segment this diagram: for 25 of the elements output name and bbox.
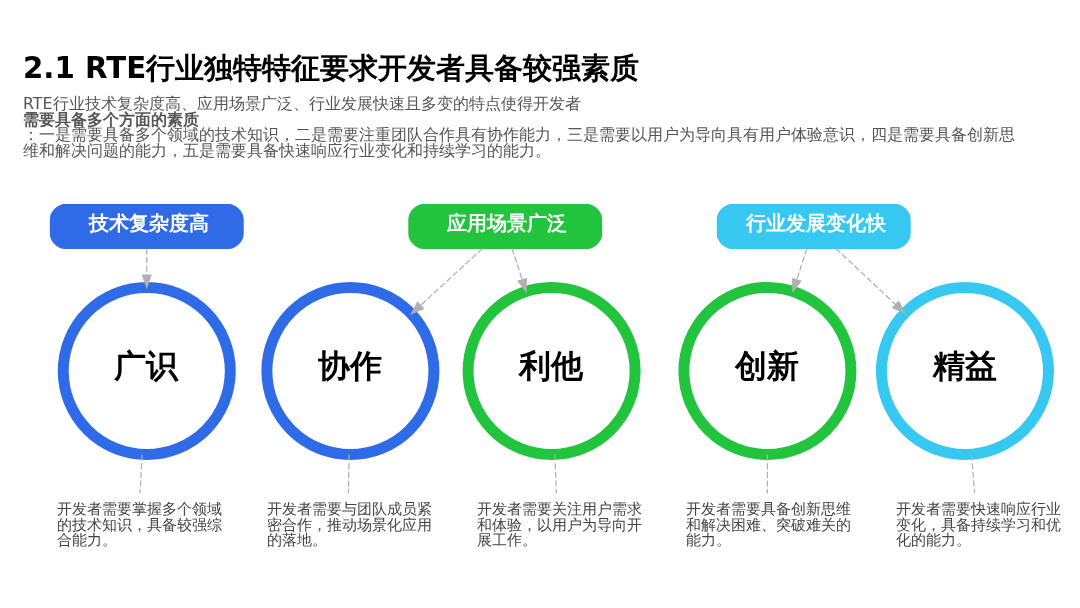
node-text: 开发者需要与团队成员紧密合作，推动场景化应用的落地。 bbox=[266, 499, 432, 548]
connector bbox=[139, 453, 143, 494]
node-box: 行业发展变化快 bbox=[716, 203, 911, 249]
connector bbox=[554, 453, 558, 494]
arrow bbox=[141, 247, 152, 289]
node-text: 开发者需要快速响应行业变化，具备持续学习和优化的能力。 bbox=[896, 499, 1062, 548]
arrow bbox=[792, 247, 808, 293]
node-circle: 创新 bbox=[678, 281, 857, 460]
arrow bbox=[410, 247, 483, 315]
node-circle: 精益 bbox=[875, 281, 1054, 460]
arrow bbox=[835, 247, 906, 314]
node-box: 应用场景广泛 bbox=[408, 203, 603, 249]
node-box: 技术复杂度高 bbox=[49, 203, 244, 249]
node-circle: 广识 bbox=[57, 281, 236, 460]
node-text: 开发者需要具备创新思维和解决困难、突破难关的能力。 bbox=[686, 499, 852, 548]
diagram-title: 2.1 RTE行业独特特征要求开发者具备较强素质 bbox=[23, 50, 640, 85]
node-circle: 协作 bbox=[261, 281, 440, 460]
connector bbox=[766, 453, 768, 494]
node-text: 开发者需要掌握多个领域的技术知识，具备较强综合能力。 bbox=[57, 499, 223, 548]
node-circle: 利他 bbox=[462, 281, 641, 460]
connector bbox=[347, 453, 350, 494]
arrow bbox=[511, 247, 527, 293]
node-text: 开发者需要关注用户需求和体验，以用户为导向开展工作。 bbox=[476, 499, 642, 548]
label: RTE行业技术复杂度高、应用场景广泛、行业发展快速且多变的特点使得开发者需要具备多个方面的素质：一是需要具备多个领域的技术知识，二是需要注重团队合作具有协作能力，三是需要以用户为导向具有用户体验意识，四是需要具备创新思维和解决问题的能力，五是需要具备快速响应行业变化和持续学习的能力。 bbox=[23, 93, 1015, 160]
connector bbox=[970, 453, 976, 494]
